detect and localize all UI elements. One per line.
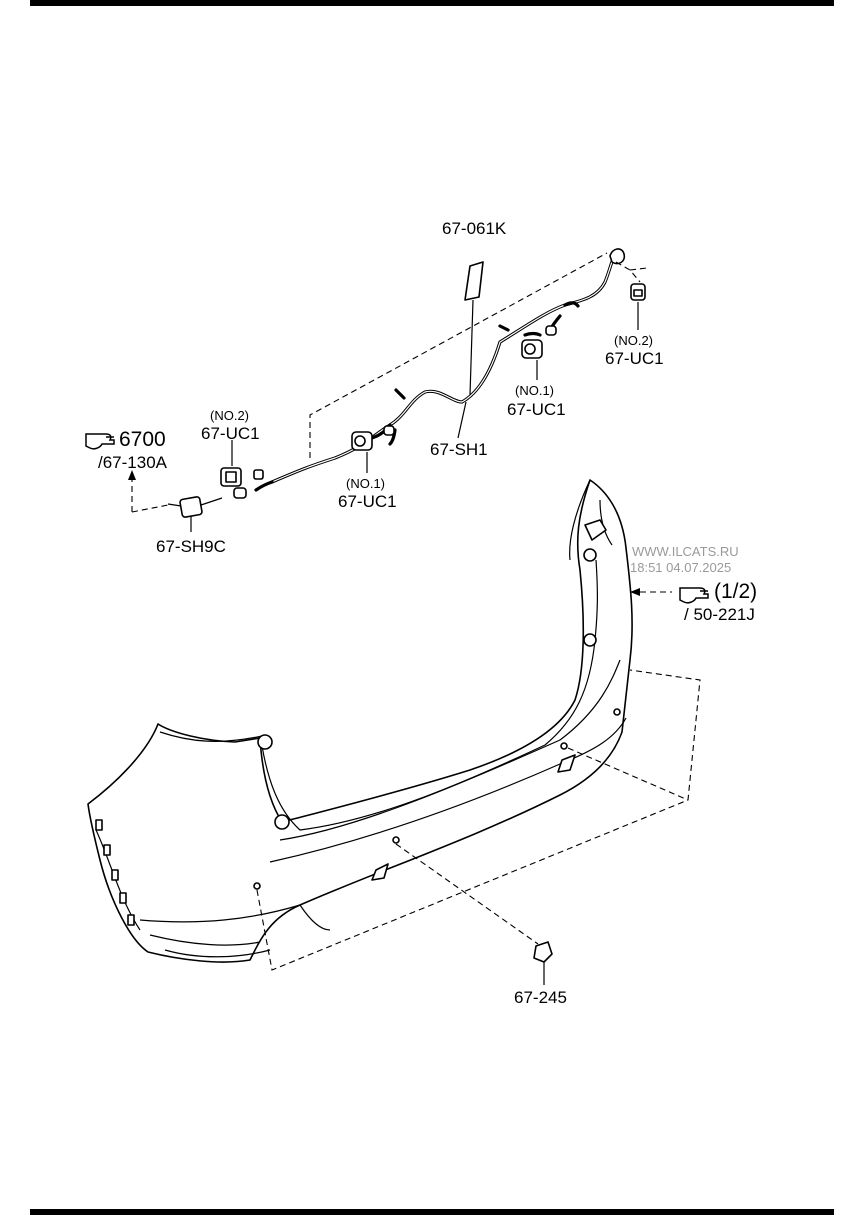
sensor-left-no1[interactable] (351, 431, 373, 473)
label-245[interactable]: 67-245 (514, 988, 567, 1007)
sensor-left-no2[interactable] (220, 440, 264, 487)
ref2-sub[interactable]: / 50-221J (684, 605, 755, 624)
label-uc1-left[interactable]: 67-UC1 (201, 424, 260, 443)
connector-harness[interactable] (128, 470, 223, 532)
sensor-right-no2[interactable] (615, 261, 646, 330)
ref1-sub[interactable]: /67-130A (98, 453, 168, 472)
label-no2-right: (NO.2) (614, 333, 653, 348)
label-no1-center: (NO.1) (515, 383, 554, 398)
label-sh1[interactable]: 67-SH1 (430, 440, 488, 459)
sensor-center-no1[interactable] (521, 339, 543, 380)
watermark-stamp: 18:51 04.07.2025 (630, 560, 731, 575)
ref2-main[interactable]: (1/2) (714, 580, 757, 603)
bottom-border (30, 1209, 834, 1215)
pointing-hand-icon (85, 433, 115, 450)
label-uc1-center[interactable]: 67-UC1 (507, 400, 566, 419)
label-061k[interactable]: 67-061K (442, 219, 507, 238)
label-sh9c[interactable]: 67-SH9C (156, 537, 226, 556)
pad-part[interactable] (464, 261, 484, 396)
wiring-harness[interactable] (233, 248, 626, 499)
label-no2-left: (NO.2) (210, 408, 249, 423)
label-uc1-left2[interactable]: 67-UC1 (338, 492, 397, 511)
watermark-site: WWW.ILCATS.RU (632, 544, 739, 559)
ref1-main[interactable]: 6700 (119, 428, 166, 451)
pointing-hand-icon (679, 587, 709, 604)
fastener-clip[interactable] (533, 941, 553, 985)
label-no1-left: (NO.1) (346, 476, 385, 491)
rear-bumper[interactable] (87, 479, 633, 963)
top-border (30, 0, 834, 6)
label-uc1-right[interactable]: 67-UC1 (605, 349, 664, 368)
